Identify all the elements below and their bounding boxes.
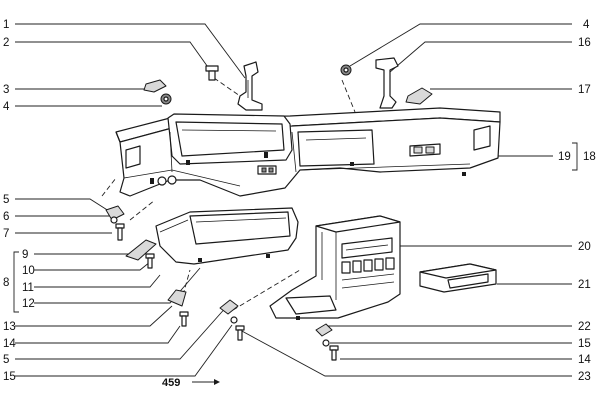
clip-part-17 bbox=[405, 87, 433, 105]
leader-lines bbox=[15, 23, 572, 377]
callout-14-right: 14 bbox=[578, 354, 591, 366]
dashboard-panel-18 bbox=[115, 107, 501, 197]
instrument-shroud-12 bbox=[155, 207, 299, 265]
callout-4: 4 bbox=[3, 101, 10, 113]
screw-part-7 bbox=[115, 223, 125, 241]
nut-part-4-right bbox=[340, 64, 352, 76]
page-reference: 459 bbox=[162, 377, 180, 389]
bracket-part-9 bbox=[125, 239, 157, 261]
callout-4-right: 4 bbox=[583, 19, 590, 31]
center-console-20 bbox=[269, 215, 401, 320]
callout-13: 13 bbox=[3, 321, 16, 333]
callout-18: 18 bbox=[583, 151, 596, 163]
bracket-18 bbox=[572, 142, 578, 171]
clip-part-3 bbox=[143, 79, 167, 93]
callout-21: 21 bbox=[578, 279, 591, 291]
screw-part-23 bbox=[235, 325, 245, 341]
callout-15-right: 15 bbox=[578, 338, 591, 350]
callout-7: 7 bbox=[3, 228, 9, 240]
callout-9: 9 bbox=[22, 249, 28, 261]
callout-12: 12 bbox=[22, 298, 35, 310]
bracket-part-13 bbox=[167, 289, 187, 307]
callout-10: 10 bbox=[22, 265, 35, 277]
washer-part-15-right bbox=[322, 339, 330, 347]
callout-17: 17 bbox=[578, 84, 591, 96]
callout-11: 11 bbox=[22, 282, 34, 294]
screw-part-14 bbox=[179, 311, 189, 327]
callout-8: 8 bbox=[3, 277, 9, 289]
bolt-part-2 bbox=[205, 65, 219, 81]
callout-2: 2 bbox=[3, 37, 9, 49]
screw-part-14-right bbox=[329, 345, 339, 361]
callout-15: 15 bbox=[3, 371, 16, 383]
callout-6: 6 bbox=[3, 211, 9, 223]
callout-19: 19 bbox=[558, 151, 571, 163]
callout-5: 5 bbox=[3, 194, 9, 206]
clip-part-22 bbox=[315, 323, 333, 337]
callout-5-lower: 5 bbox=[3, 354, 9, 366]
callout-16: 16 bbox=[578, 37, 591, 49]
clip-part-5 bbox=[105, 205, 125, 221]
callout-14: 14 bbox=[3, 338, 16, 350]
assembly-dashes bbox=[101, 77, 356, 311]
callout-23: 23 bbox=[578, 371, 591, 383]
callout-3: 3 bbox=[3, 84, 9, 96]
callout-1: 1 bbox=[3, 19, 9, 31]
washer-part-6 bbox=[110, 216, 118, 224]
bracket-part-16 bbox=[375, 57, 399, 109]
nut-part-4 bbox=[160, 93, 172, 105]
callout-22: 22 bbox=[578, 321, 591, 333]
washer-part-15 bbox=[230, 316, 238, 324]
bracket-part-1 bbox=[237, 61, 263, 111]
arrow-head-icon bbox=[214, 379, 220, 385]
tray-part-21 bbox=[419, 263, 497, 293]
clip-part-5-lower bbox=[219, 299, 239, 315]
bracket-8 bbox=[13, 251, 19, 313]
callout-20: 20 bbox=[578, 241, 591, 253]
screw-part-10 bbox=[145, 253, 155, 269]
